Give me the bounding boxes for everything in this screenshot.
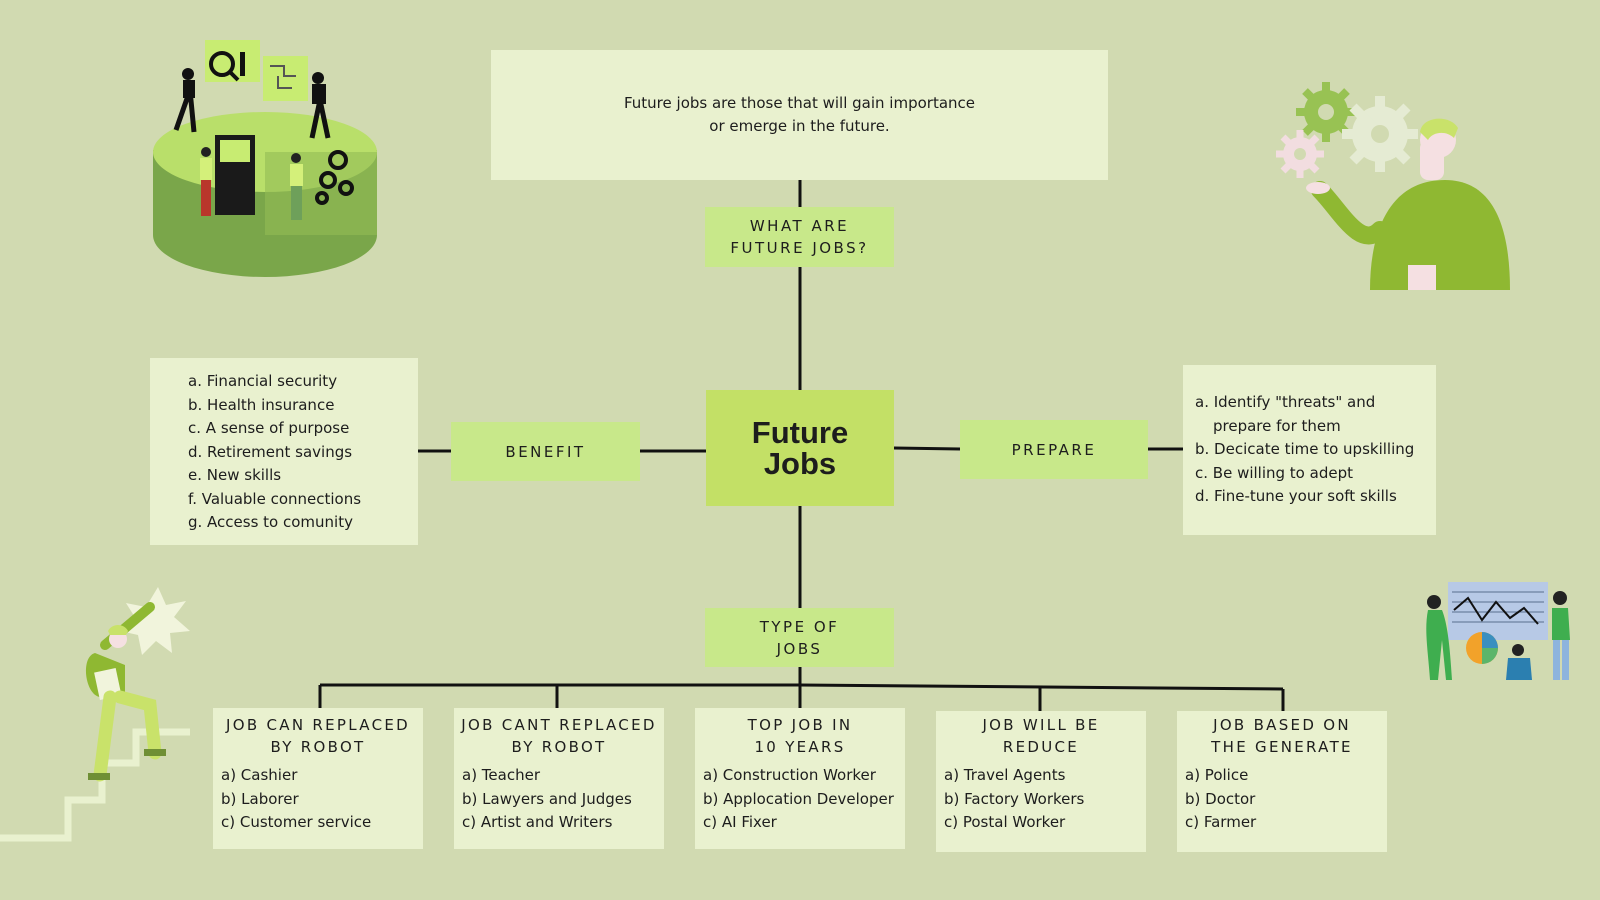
prepare-item: b. Decicate time to upskilling (1195, 440, 1415, 458)
category-list: a) Teacher b) Lawyers and Judges c) Arti… (462, 764, 664, 835)
benefit-list-box: a. Financial security b. Health insuranc… (150, 358, 418, 545)
definition-label-text: WHAT ARE FUTURE JOBS? (730, 217, 869, 257)
definition-label: WHAT ARE FUTURE JOBS? (705, 207, 894, 267)
definition-text: Future jobs are those that will gain imp… (623, 94, 975, 135)
category-list: a) Travel Agents b) Factory Workers c) P… (944, 764, 1146, 835)
types-label: TYPE OF JOBS (705, 608, 894, 667)
category-item: a) Construction Worker (703, 766, 876, 784)
benefit-item: c. A sense of purpose (188, 419, 350, 437)
team-platform-illustration (153, 40, 377, 277)
data-team-illustration (1426, 582, 1570, 680)
category-list: a) Construction Worker b) Applocation De… (703, 764, 905, 835)
center-title: Future Jobs (751, 415, 849, 481)
category-title: JOB WILL BE REDUCE (982, 716, 1100, 756)
benefit-label: BENEFIT (451, 422, 640, 481)
category-item: c) Artist and Writers (462, 813, 613, 831)
benefit-item: d. Retirement savings (188, 442, 353, 461)
category-item: a) Teacher (462, 766, 540, 784)
prepare-label-text: PREPARE (1011, 440, 1097, 459)
category-item: a) Cashier (221, 766, 298, 784)
benefit-list: a. Financial security b. Health insuranc… (188, 370, 418, 535)
person-climbing-stairs-illustration (0, 587, 190, 842)
prepare-item: a. Identify "threats" and prepare for th… (1195, 393, 1376, 435)
category-box-not-replaceable: JOB CANT REPLACED BY ROBOT a) Teacher b)… (454, 708, 664, 849)
category-item: c) Postal Worker (944, 813, 1066, 831)
definition-box: Future jobs are those that will gain imp… (491, 50, 1108, 180)
category-item: b) Applocation Developer (703, 789, 894, 808)
person-with-gears-illustration (1276, 82, 1510, 290)
prepare-list: a. Identify "threats" and prepare for th… (1195, 391, 1428, 509)
category-box-generation-jobs: JOB BASED ON THE GENERATE a) Police b) D… (1177, 711, 1387, 852)
benefit-item: g. Access to comunity (188, 513, 353, 531)
category-list: a) Cashier b) Laborer c) Customer servic… (221, 764, 423, 835)
benefit-item: e. New skills (188, 466, 282, 484)
category-box-robot-replaceable: JOB CAN REPLACED BY ROBOT a) Cashier b) … (213, 708, 423, 849)
category-item: c) Farmer (1185, 813, 1257, 831)
category-box-top-jobs: TOP JOB IN 10 YEARS a) Construction Work… (695, 708, 905, 849)
category-item: b) Laborer (221, 789, 299, 808)
types-label-text: TYPE OF JOBS (759, 617, 840, 658)
category-item: a) Police (1185, 766, 1249, 784)
category-item: c) AI Fixer (703, 813, 777, 831)
category-item: c) Customer service (221, 813, 372, 831)
category-item: b) Doctor (1185, 789, 1256, 808)
category-list: a) Police b) Doctor c) Farmer (1185, 764, 1387, 835)
prepare-label: PREPARE (960, 420, 1148, 479)
category-title: JOB CANT REPLACED BY ROBOT (461, 716, 657, 756)
category-box-reduced-jobs: JOB WILL BE REDUCE a) Travel Agents b) F… (936, 711, 1146, 852)
benefit-item: b. Health insurance (188, 395, 335, 414)
benefit-item: a. Financial security (188, 372, 338, 390)
category-item: b) Factory Workers (944, 789, 1085, 808)
prepare-list-box: a. Identify "threats" and prepare for th… (1183, 365, 1436, 535)
line-center-to-prepare (893, 446, 961, 451)
category-title: TOP JOB IN 10 YEARS (747, 716, 853, 756)
benefit-label-text: BENEFIT (505, 442, 586, 461)
category-title: JOB CAN REPLACED BY ROBOT (226, 716, 410, 756)
center-node: Future Jobs (706, 390, 894, 506)
category-item: a) Travel Agents (944, 766, 1066, 784)
prepare-item: c. Be willing to adept (1195, 463, 1353, 482)
benefit-item: f. Valuable connections (188, 489, 362, 508)
prepare-item: d. Fine-tune your soft skills (1195, 487, 1397, 505)
category-item: b) Lawyers and Judges (462, 789, 632, 808)
category-title: JOB BASED ON THE GENERATE (1211, 716, 1353, 756)
